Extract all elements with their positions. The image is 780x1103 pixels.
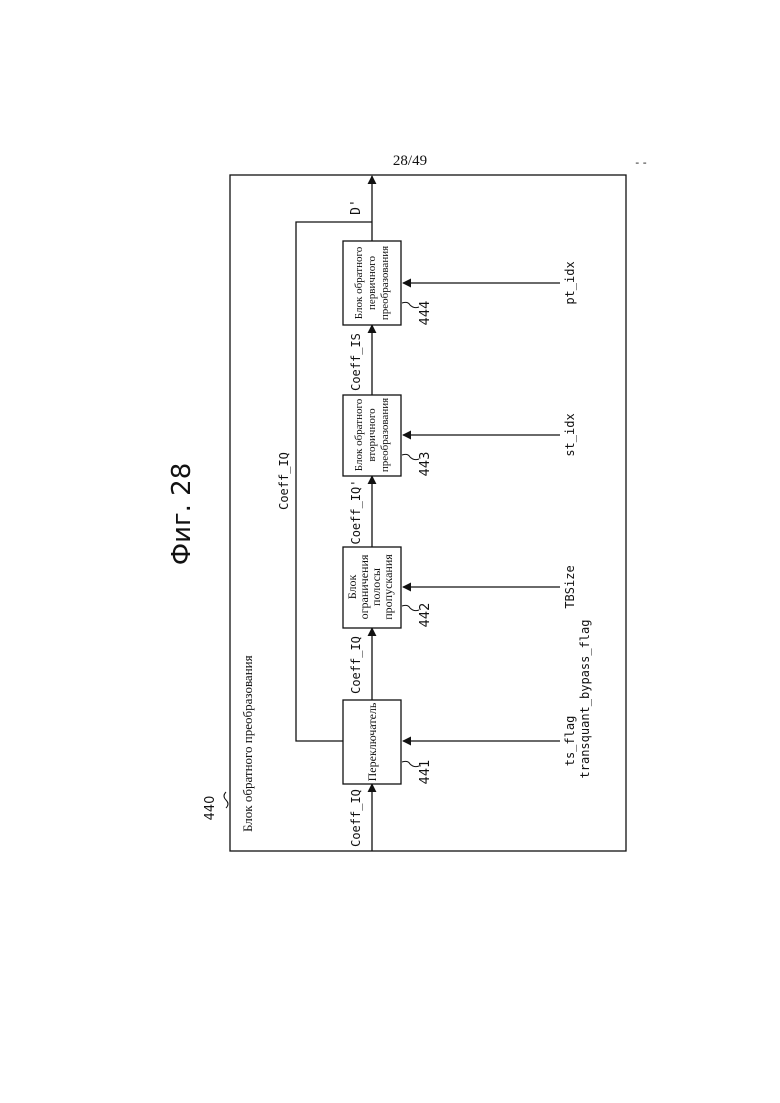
block-switch-label-line: Переключатель	[365, 702, 379, 781]
control-band-label: TBSize	[563, 565, 577, 608]
block-switch-ref-leader	[402, 761, 419, 766]
block-band-limit-label-line: пропускания	[381, 554, 395, 620]
block-inverse-primary-label-line: первичного	[366, 256, 378, 311]
signal-bypass-label: Coeff_IQ	[277, 452, 291, 510]
block-switch-label: Переключатель	[365, 702, 379, 781]
outer-block-ref-leader	[224, 792, 228, 808]
block-inverse-primary-ref: 444	[418, 301, 433, 326]
block-inverse-secondary-ref-leader	[402, 454, 419, 459]
signal-input-label: Coeff_IQ	[349, 789, 363, 847]
block-inverse-primary-ref-leader	[402, 302, 419, 307]
signal-band-out-label: Coeff_IQ'	[349, 479, 363, 544]
block-inverse-secondary-label-line: преобразования	[379, 398, 391, 472]
signal-output-label: D'	[349, 199, 364, 215]
block-inverse-secondary-label: Блок обратного вторичного преобразования	[353, 398, 391, 472]
block-inverse-secondary-label-line: Блок обратного	[353, 398, 365, 471]
block-inverse-primary-label-line: преобразования	[379, 246, 391, 320]
control-primary-label: pt_idx	[563, 261, 577, 304]
outer-block-label: Блок обратного преобразования	[240, 655, 255, 832]
block-switch-ref: 441	[418, 760, 433, 785]
control-switch-label-2: transquant_bypass_flag	[578, 620, 592, 779]
block-inverse-secondary-label-line: вторичного	[366, 408, 378, 462]
corner-mark: - -	[635, 156, 646, 169]
figure-title: Фиг. 28	[167, 463, 197, 566]
page-number: 28/49	[393, 153, 427, 169]
block-inverse-primary-label: Блок обратного первичного преобразования	[353, 246, 391, 320]
signal-switch-out-label: Coeff_IQ	[349, 636, 363, 694]
control-switch-label-1: ts_flag	[563, 716, 577, 767]
block-band-limit-ref-leader	[402, 605, 419, 610]
block-inverse-primary-label-line: Блок обратного	[353, 246, 365, 319]
control-secondary-label: st_idx	[563, 413, 577, 456]
outer-block-ref: 440	[203, 796, 218, 821]
block-inverse-secondary-ref: 443	[418, 452, 433, 477]
block-band-limit-ref: 442	[418, 603, 433, 628]
signal-secondary-out-label: Coeff_IS	[349, 333, 363, 391]
